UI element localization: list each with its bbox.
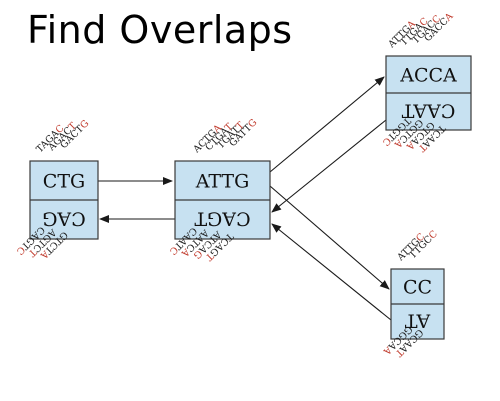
- node-bottom-label: AT: [404, 310, 431, 332]
- node-top-label: CTG: [43, 171, 85, 193]
- edge-caat-to-cagt: [271, 119, 387, 213]
- edge-attg-to-acca: [269, 76, 385, 173]
- node-top-label: ATTG: [195, 171, 250, 193]
- edge-attg-to-cc: [269, 185, 390, 290]
- edges: [98, 76, 392, 321]
- node-bottom-label: CAGT: [194, 208, 250, 230]
- node-top-label: CC: [403, 277, 432, 299]
- node-top-label: ACCA: [399, 65, 457, 87]
- diagram-title: Find Overlaps: [27, 8, 293, 52]
- edge-at-to-cagt: [271, 223, 392, 321]
- node-bottom-label: CAG: [42, 208, 85, 230]
- node-bottom-label: CAAT: [401, 100, 455, 122]
